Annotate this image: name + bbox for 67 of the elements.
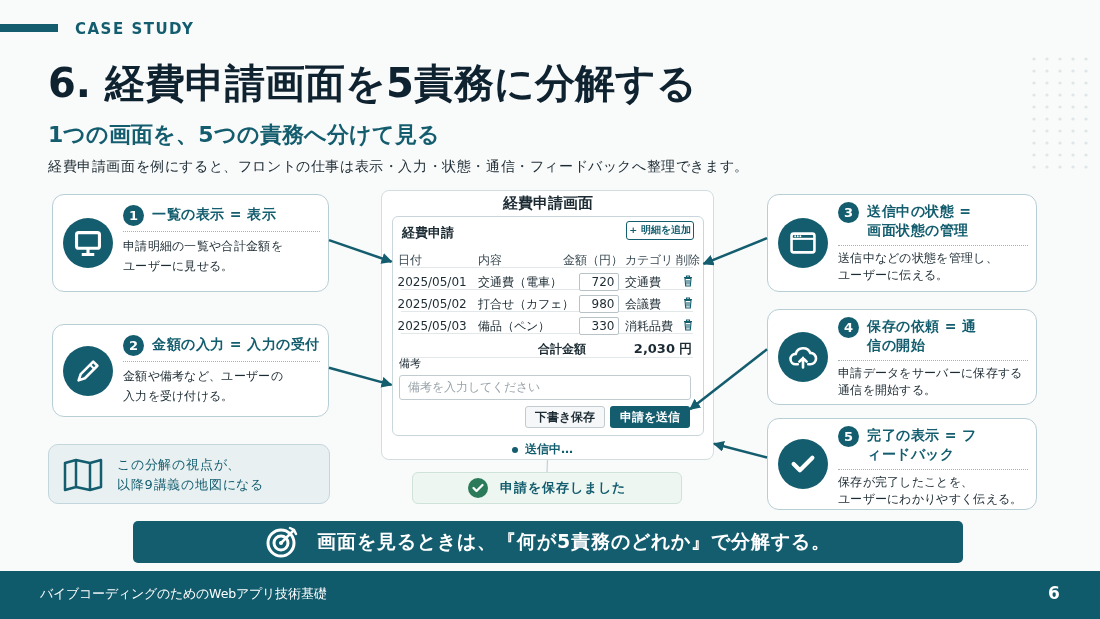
column-header: 日付 bbox=[397, 251, 422, 269]
page-number: 6 bbox=[1048, 583, 1060, 603]
date-text: 2025/05/03 bbox=[397, 317, 467, 335]
course-title: バイブコーディングのためのWebアプリ技術基礎 bbox=[40, 586, 328, 603]
arrow bbox=[328, 238, 393, 264]
card-description: 送信中などの状態を管理し、ユーザーに伝える。 bbox=[838, 250, 999, 284]
card-description: 申請データをサーバーに保存する通信を開始する。 bbox=[838, 365, 1024, 399]
category-text: 会議費 bbox=[624, 295, 661, 313]
number-badge: 1 bbox=[123, 205, 144, 226]
number-badge: 4 bbox=[838, 317, 859, 338]
toast-text: 申請を保存しました bbox=[500, 479, 626, 497]
add-button: + 明細を追加 bbox=[626, 221, 694, 240]
field-label: 備考 bbox=[399, 356, 421, 371]
responsibility-card bbox=[767, 418, 1037, 510]
note-text: この分解の視点が、以降9講義の地図になる bbox=[117, 456, 266, 494]
card-description: 金額や備考など、ユーザーの入力を受け付ける。 bbox=[123, 368, 284, 405]
subtitle: 1つの画面を、5つの責務へ分けて見る bbox=[48, 121, 440, 149]
item-text: 打合せ（カフェ） bbox=[477, 295, 574, 313]
item-text: 備品（ペン） bbox=[477, 317, 550, 335]
card-heading: 完了の表示 = フィードバック bbox=[867, 426, 978, 464]
toast-message bbox=[412, 472, 682, 504]
screen-title: 経費申請画面 bbox=[501, 194, 594, 213]
amount-field: 330 bbox=[578, 316, 619, 335]
banner-text: 画面を見るときは、『何が5責務のどれか』で分解する。 bbox=[316, 529, 832, 554]
form-panel bbox=[391, 215, 704, 436]
responsibility-card bbox=[52, 194, 329, 292]
card-heading: 金額の入力 = 入力の受付 bbox=[152, 335, 320, 354]
number-badge: 2 bbox=[123, 335, 144, 356]
responsibility-card bbox=[52, 324, 329, 417]
screen-mockup bbox=[381, 190, 714, 460]
item-text: 交通費（電車） bbox=[477, 273, 562, 291]
page-title: 6. 経費申請画面を5責務に分解する bbox=[48, 59, 697, 108]
status-text: 送信中… bbox=[512, 441, 573, 458]
total-amount: 2,030 円 bbox=[632, 339, 693, 358]
amount-field: 980 bbox=[578, 294, 619, 313]
arrow bbox=[328, 366, 393, 388]
category-text: 交通費 bbox=[624, 273, 661, 291]
description-text: 経費申請画面を例にすると、フロントの仕事は表示・入力・状態・通信・フィードバックへ整理できます。 bbox=[48, 158, 749, 176]
section-label: CASE STUDY bbox=[75, 20, 195, 38]
arrow bbox=[689, 348, 768, 411]
responsibility-card bbox=[767, 194, 1037, 292]
form-title: 経費申請 bbox=[401, 223, 454, 242]
category-text: 消耗品費 bbox=[624, 317, 673, 335]
total-label: 合計金額 bbox=[537, 340, 586, 358]
text-field: 備考を入力してください bbox=[399, 375, 691, 400]
amount-field: 720 bbox=[578, 272, 619, 291]
connector-line bbox=[546, 459, 549, 473]
draft-button: 下書き保存 bbox=[525, 406, 605, 428]
arrow bbox=[702, 236, 768, 266]
card-heading: 保存の依頼 = 通信の開始 bbox=[867, 317, 978, 355]
column-header: 内容 bbox=[477, 251, 502, 269]
card-description: 申請明細の一覧や合計金額をユーザーに見せる。 bbox=[123, 238, 284, 275]
card-heading: 送信中の状態 = 画面状態の管理 bbox=[867, 202, 973, 240]
summary-banner bbox=[133, 521, 963, 563]
responsibility-card bbox=[767, 309, 1037, 405]
date-text: 2025/05/02 bbox=[397, 295, 467, 313]
submit-button: 申請を送信 bbox=[610, 406, 690, 428]
note-card bbox=[48, 444, 330, 504]
number-badge: 5 bbox=[838, 426, 859, 447]
date-text: 2025/05/01 bbox=[397, 273, 467, 291]
card-description: 保存が完了したことを、ユーザーにわかりやすく伝える。 bbox=[838, 474, 1024, 508]
card-heading: 一覧の表示 = 表示 bbox=[152, 205, 277, 224]
number-badge: 3 bbox=[838, 202, 859, 223]
arrow bbox=[712, 440, 768, 459]
column-header: 金額（円） bbox=[562, 251, 623, 269]
column-header: カテゴリ bbox=[624, 251, 673, 269]
column-header: 削除 bbox=[675, 251, 700, 269]
